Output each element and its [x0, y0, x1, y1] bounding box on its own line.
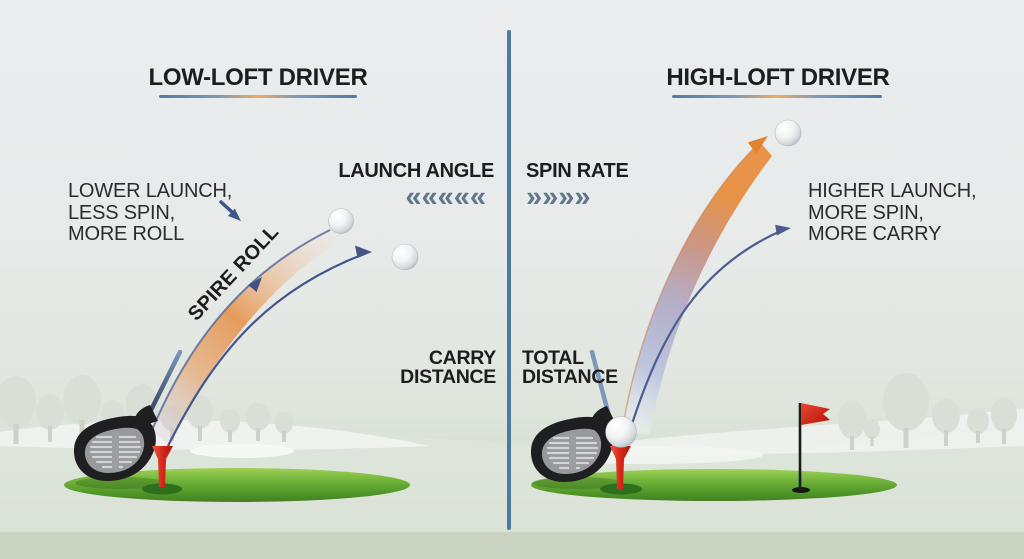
tree-icon	[246, 403, 270, 441]
launch-angle-chevrons-icon: «««««	[405, 181, 486, 213]
high-loft-trajectory-band	[621, 136, 791, 434]
mid-flight-arrowhead-icon	[248, 277, 262, 292]
golf-tee-icon	[610, 446, 631, 489]
tree-icon	[36, 394, 64, 442]
right-description-text: HIGHER LAUNCH, MORE SPIN, MORE CARRY	[808, 180, 977, 246]
title-underline	[672, 95, 882, 98]
tree-icon	[864, 419, 880, 446]
carry-distance-label: CARRY DISTANCE	[336, 347, 496, 388]
total-distance-label: TOTAL DISTANCE	[522, 347, 682, 388]
left-description-text: LOWER LAUNCH, LESS SPIN, MORE ROLL	[68, 180, 233, 246]
distance-line: TOTAL	[522, 347, 584, 369]
tree-icon	[187, 395, 213, 441]
description-line: MORE SPIN,	[808, 201, 924, 224]
description-line: LESS SPIN,	[68, 201, 175, 224]
tree-icon	[275, 412, 293, 442]
tree-icon	[838, 401, 866, 450]
golf-ball-icon	[605, 416, 637, 448]
fairway-green-left	[64, 468, 410, 502]
carry-arrowhead-icon	[775, 224, 791, 236]
club-shaft	[147, 349, 183, 415]
carry-trajectory-arrow	[630, 228, 784, 425]
title-underline	[159, 95, 357, 98]
description-line: LOWER LAUNCH,	[68, 180, 233, 202]
club-shadow	[75, 477, 165, 489]
tee-hole	[142, 483, 182, 495]
launch-angle-label: LAUNCH ANGLE	[338, 160, 494, 182]
tree-icon	[883, 373, 929, 448]
club-shaft	[589, 349, 611, 415]
spin-rate-label: SPIN RATE	[526, 160, 629, 182]
tree-icon	[0, 376, 36, 444]
low-loft-trajectory-band	[151, 229, 372, 447]
spin-rate-chevrons-icon: »»»»	[526, 181, 591, 213]
roll-arrowhead-icon	[355, 245, 372, 258]
tree-icon	[63, 375, 101, 442]
flag-icon	[792, 403, 830, 493]
tree-icon	[991, 398, 1017, 444]
tree-icon	[220, 409, 240, 442]
golf-ball-icon	[391, 243, 419, 271]
description-line: HIGHER LAUNCH,	[808, 180, 977, 202]
tree-icon	[932, 399, 960, 446]
golf-ball-icon	[774, 119, 802, 147]
golf-tee-icon	[152, 446, 173, 487]
description-line: MORE ROLL	[68, 223, 185, 245]
treeline-right	[838, 373, 1017, 450]
distance-line: DISTANCE	[400, 366, 496, 388]
launch-arrowhead-icon	[747, 136, 768, 154]
distance-line: CARRY	[428, 347, 496, 369]
divider-line	[507, 30, 511, 530]
golf-ball-icon	[328, 208, 354, 234]
tree-icon	[967, 408, 989, 443]
right-panel-title: HIGH-LOFT DRIVER	[666, 64, 890, 91]
description-line: MORE CARRY	[808, 223, 942, 245]
launch-pointer-arrow	[219, 200, 241, 221]
distance-line: DISTANCE	[522, 366, 618, 388]
left-panel-title: LOW-LOFT DRIVER	[148, 64, 368, 91]
